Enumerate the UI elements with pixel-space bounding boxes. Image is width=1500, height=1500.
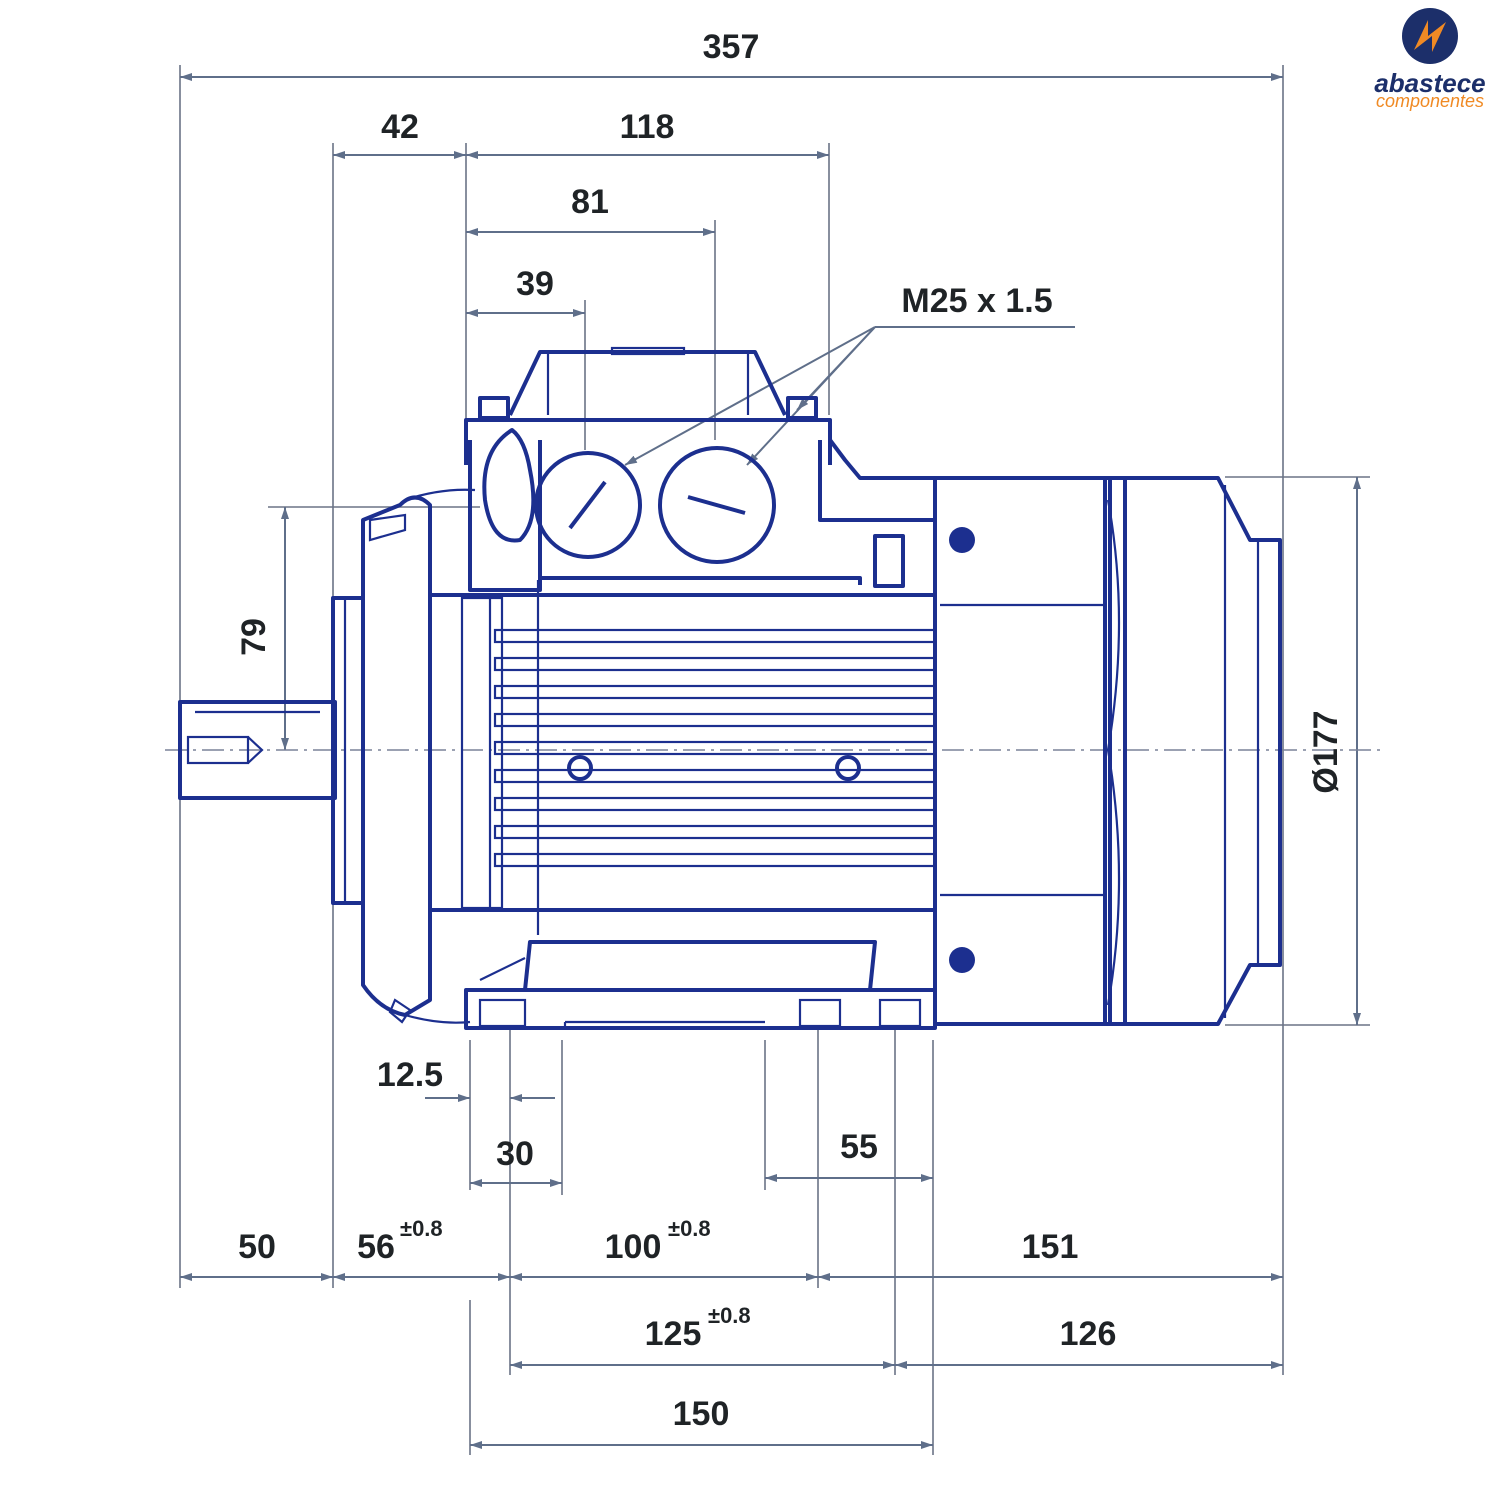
motor-body — [165, 346, 1380, 1030]
brand-name: abastece — [1374, 68, 1486, 98]
dim-126: 126 — [1060, 1315, 1117, 1353]
dim-125-tolerance: ±0.8 — [708, 1303, 751, 1328]
fan-cover — [933, 476, 1282, 1026]
brand-logo: abastece componentes — [1362, 6, 1498, 116]
front-shield — [361, 495, 432, 1017]
dim-81: 81 — [571, 183, 609, 221]
dim-42: 42 — [381, 108, 419, 146]
cable-gland-right — [658, 446, 776, 564]
nozzle — [873, 534, 905, 588]
dim-56-tolerance: ±0.8 — [400, 1216, 443, 1241]
brand-tagline: componentes — [1375, 91, 1485, 111]
logo-mark-icon — [1402, 8, 1458, 64]
dim-30: 30 — [496, 1135, 534, 1173]
cooling-fins — [493, 628, 937, 868]
dim-55: 55 — [840, 1128, 878, 1166]
shaft-keyway — [186, 735, 250, 765]
dim-100-tolerance: ±0.8 — [668, 1216, 711, 1241]
dim-118: 118 — [620, 108, 675, 146]
dim-39: 39 — [516, 265, 554, 303]
dim-diameter: Ø177 — [1307, 710, 1345, 793]
terminal-box — [464, 346, 937, 592]
dim-100: 100 — [605, 1228, 662, 1266]
dim-50: 50 — [238, 1228, 276, 1266]
dim-12-5: 12.5 — [377, 1056, 443, 1094]
dim-shaft-height: 79 — [235, 618, 273, 656]
dim-56: 56 — [357, 1228, 395, 1266]
lifting-eye — [482, 428, 536, 543]
dim-150: 150 — [673, 1395, 730, 1433]
extension-lines — [179, 65, 1370, 1455]
dim-thread: M25 x 1.5 — [901, 282, 1052, 320]
mounting-feet — [464, 940, 937, 1030]
dimension-labels: 357 42 118 81 39 M25 x 1.5 79 Ø177 12.5 … — [235, 28, 1345, 1433]
dim-overall-length: 357 — [703, 28, 760, 66]
dim-125: 125 — [645, 1315, 702, 1353]
cable-gland-left — [534, 451, 642, 559]
dim-151: 151 — [1022, 1228, 1079, 1266]
